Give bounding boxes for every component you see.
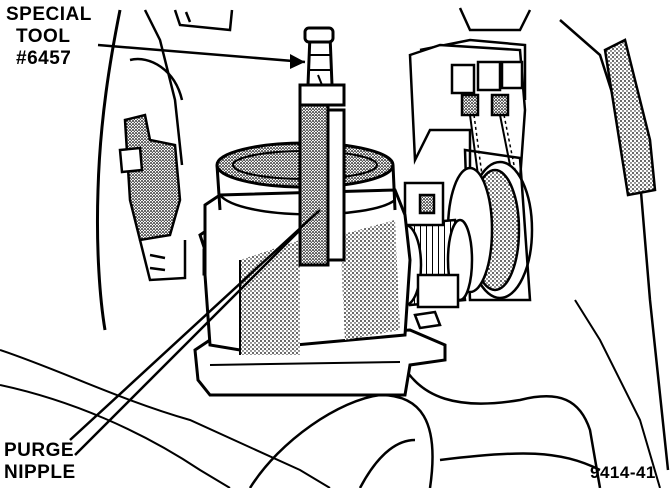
sensor-connector <box>118 113 187 282</box>
background-engine-lines <box>0 7 670 489</box>
leader-lines <box>69 43 321 456</box>
special-tool-label-line1: SPECIAL <box>6 4 92 25</box>
special-tool-arrowhead <box>290 54 305 69</box>
purge-nipple-leader-2 <box>74 229 301 456</box>
special-tool-label: SPECIAL TOOL #6457 <box>6 4 92 70</box>
special-tool-label-line2: TOOL <box>16 26 71 47</box>
side-bracket-plate <box>603 38 657 197</box>
purge-nipple-leader <box>69 209 321 441</box>
figure-number: 9414-41 <box>590 463 656 482</box>
special-tool-label-line3: #6457 <box>16 48 72 69</box>
purge-nipple-label-line1: PURGE <box>4 440 75 461</box>
purge-nipple-label-line2: NIPPLE <box>4 462 76 483</box>
throttle-cam-pulley <box>446 148 534 302</box>
special-tool-6457 <box>298 26 346 267</box>
purge-nipple-label: PURGE NIPPLE <box>4 440 76 484</box>
throttle-linkage-bracket <box>408 43 527 261</box>
throttle-body-housing <box>193 141 447 397</box>
special-tool-leader <box>97 43 306 64</box>
